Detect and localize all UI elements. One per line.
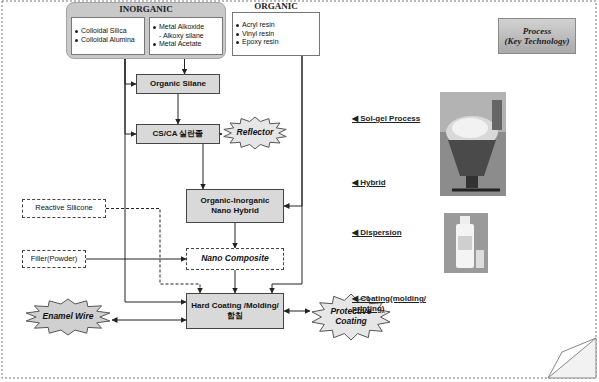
box-text: - Alkoxy silane [159, 32, 204, 41]
list-row: Colloidal Silica [75, 27, 127, 36]
step-label: ◀ Sol-gel Process [352, 114, 438, 124]
list-row: Metal Acetate [153, 40, 201, 49]
flow-connector [203, 144, 204, 189]
box-text: Enamel Wire [43, 312, 94, 322]
machine-photo [440, 92, 506, 196]
application-burst: Reflector [222, 116, 288, 150]
material-box: Metal Alkoxide- Alkoxy silaneMetal Aceta… [149, 17, 223, 55]
flow-connector [178, 94, 179, 124]
box-text: Hard Coating /Molding/함침 [190, 301, 280, 320]
bullet-dot [153, 43, 156, 46]
box-text: Filler(Powder) [31, 255, 78, 264]
list-row: Epoxy resin [236, 38, 279, 47]
flow-connector [112, 320, 186, 321]
box-text: Epoxy resin [242, 38, 279, 47]
flow-connector [235, 270, 236, 293]
box-text: Process [523, 26, 552, 36]
group-panel: INORGANIC Colloidal SilicaColloidal Alumi… [66, 2, 226, 59]
optional-box: Nano Composite [186, 248, 284, 270]
optional-box: Filler(Powder) [22, 250, 86, 268]
step-label: ◀ Hybrid [352, 178, 432, 188]
flow-connector [125, 55, 136, 84]
flow-connector [235, 223, 236, 248]
process-box: Hard Coating /Molding/함침 [186, 293, 284, 329]
bullet-dot [75, 39, 78, 42]
bullet-dot [236, 33, 239, 36]
group-heading: INORGANIC [119, 5, 173, 14]
box-text: Colloidal Alumina [81, 36, 135, 45]
box-text: Reflector [237, 128, 274, 138]
box-text: Vinyl resin [242, 30, 274, 39]
outer-border [2, 1, 596, 378]
list-row: Acryl resin [236, 21, 275, 30]
flow-connector [284, 311, 310, 312]
application-burst: Enamel Wire [24, 298, 112, 336]
flow-connector [125, 55, 136, 134]
flow-connector [220, 134, 222, 135]
list-row: Colloidal Alumina [75, 36, 135, 45]
box-text: Acryl resin [242, 21, 275, 30]
box-text: CS/CA 실란졸 [153, 129, 204, 139]
title-box: Process(Key Technology) [498, 18, 576, 54]
list-row: Vinyl resin [236, 30, 274, 39]
process-box: Organic Silane [136, 74, 220, 94]
bullet-dot [153, 26, 156, 29]
box-text: Organic-Inorganic Nano Hybrid [190, 196, 280, 215]
material-box: ORGANICAcryl resinVinyl resinEpoxy resin [232, 2, 320, 56]
step-label: ◀ Coating(molding/ printing) [352, 294, 442, 314]
box-text: Metal Alkoxide [159, 23, 204, 32]
folded-corner [548, 338, 596, 378]
bullet-dot [236, 24, 239, 27]
list-row: Metal Alkoxide [153, 23, 204, 32]
box-text: Metal Acetate [159, 40, 201, 49]
optional-box: Reactive Silicone [22, 199, 106, 218]
process-box: CS/CA 실란졸 [136, 124, 220, 144]
bottle-photo [444, 213, 488, 273]
process-box: Organic-Inorganic Nano Hybrid [186, 189, 284, 223]
folded-corner-edge [548, 338, 596, 378]
box-text: Reactive Silicone [35, 204, 93, 213]
box-text: Organic Silane [150, 79, 206, 89]
box-text: Colloidal Silica [81, 27, 127, 36]
burst-shape [224, 117, 286, 149]
flow-connector [86, 259, 186, 260]
box-text: Nano Composite [201, 254, 269, 264]
bullet-dot [236, 41, 239, 44]
group-heading: ORGANIC [254, 2, 298, 11]
list-row: - Alkoxy silane [153, 32, 204, 41]
flow-connector [284, 56, 302, 206]
material-list: Acryl resinVinyl resinEpoxy resin [232, 12, 320, 56]
material-box: Colloidal SilicaColloidal Alumina [71, 17, 145, 55]
box-text: (Key Technology) [505, 36, 570, 46]
bullet-dot [75, 30, 78, 33]
step-label: ◀ Dispersion [352, 228, 432, 238]
burst-shape [26, 299, 110, 335]
